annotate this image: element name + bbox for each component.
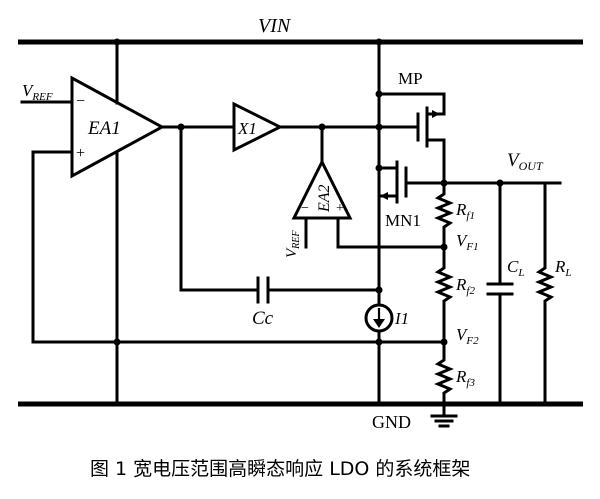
gnd-label: GND xyxy=(372,412,411,432)
rf2-label: Rf2 xyxy=(455,275,475,297)
vf2-label: VF2 xyxy=(456,325,479,347)
ea2-label: EA2 xyxy=(316,184,333,213)
ea2-plus: + xyxy=(336,201,344,216)
i1-current-source xyxy=(364,303,394,333)
ea1-minus: − xyxy=(76,93,85,110)
ea1-label: EA1 xyxy=(87,118,121,139)
rf2-resistor xyxy=(434,245,454,344)
cl-label: CL xyxy=(507,257,524,279)
cc-label: Cc xyxy=(252,308,274,329)
rf1-resistor xyxy=(434,181,454,249)
rf3-resistor xyxy=(434,340,454,406)
vf1-label: VF1 xyxy=(456,231,479,253)
ea2-minus: − xyxy=(301,201,309,216)
rl-resistor xyxy=(535,181,555,406)
vin-label: VIN xyxy=(258,15,292,37)
figure-caption: 图 1 宽电压范围高瞬态响应 LDO 的系统框架 xyxy=(90,458,470,480)
x1-buffer xyxy=(232,101,284,153)
vref1-label: VREF xyxy=(22,81,53,103)
rf3-label: Rf3 xyxy=(455,367,475,389)
vref2-label: VREF xyxy=(284,230,302,258)
i1-label: I1 xyxy=(394,309,409,328)
vout-label: VOUT xyxy=(507,150,544,173)
rf1-label: Rf1 xyxy=(455,200,475,222)
ea2-amplifier xyxy=(291,158,353,220)
mp-label: MP xyxy=(398,69,423,88)
rl-label: RL xyxy=(554,257,572,279)
x1-label: X1 xyxy=(237,119,257,138)
ea1-plus: + xyxy=(76,145,85,162)
mn1-label: MN1 xyxy=(385,211,421,230)
